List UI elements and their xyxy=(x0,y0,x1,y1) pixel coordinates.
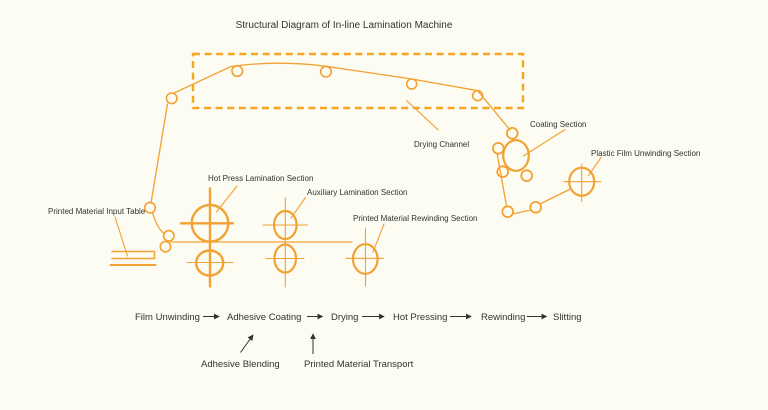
label-leader-line xyxy=(587,156,602,177)
annotation-arrow xyxy=(240,334,254,353)
coating-label: Coating Section xyxy=(530,120,586,129)
label-leader-line xyxy=(114,216,129,257)
diagram-title: Structural Diagram of In-line Lamination… xyxy=(236,20,453,31)
web-segment xyxy=(150,103,169,204)
auxiliary-section: Auxiliary Lamination Section xyxy=(262,188,408,288)
web-segment xyxy=(540,188,572,205)
hot-press-roller xyxy=(190,203,230,243)
roller xyxy=(231,64,244,78)
rewinding-roller xyxy=(351,243,379,275)
label-leader-line xyxy=(522,128,566,157)
label-leader-line xyxy=(372,223,385,253)
hot-press-label: Hot Press Lamination Section xyxy=(208,174,313,183)
input-table-label: Printed Material Input Table xyxy=(48,207,146,216)
web-segment xyxy=(172,62,511,131)
drying-channel-label: Drying Channel xyxy=(414,140,469,149)
coating-section: Coating Section xyxy=(491,120,586,219)
nip-roller xyxy=(159,240,172,253)
guide-rollers xyxy=(143,92,178,253)
process-flow: Film Unwinding Adhesive Coating Drying H… xyxy=(135,312,582,370)
nip-roller xyxy=(162,229,175,242)
roller xyxy=(319,65,333,78)
flow-step-slitting: Slitting xyxy=(553,312,582,323)
annotation-printed-material-transport: Printed Material Transport xyxy=(304,359,414,370)
film-unwinding-label: Plastic Film Unwinding Section xyxy=(591,149,700,158)
roller xyxy=(505,127,519,140)
film-unwinding-section: Plastic Film Unwinding Section xyxy=(563,149,700,203)
hot-press-section: Hot Press Lamination Section xyxy=(179,174,313,288)
rewinding-label: Printed Material Rewinding Section xyxy=(353,214,478,223)
drying-channel-section: Drying Channel xyxy=(191,52,525,149)
annotation-adhesive-blending: Adhesive Blending xyxy=(201,359,280,370)
input-table-section: Printed Material Input Table xyxy=(48,207,157,266)
roller xyxy=(405,78,418,90)
flow-step-adhesive-coating: Adhesive Coating xyxy=(227,312,301,323)
flow-step-film-unwinding: Film Unwinding xyxy=(135,312,200,323)
unwinding-roller xyxy=(568,166,596,197)
roller xyxy=(520,169,533,183)
roller xyxy=(143,201,157,214)
flow-step-rewinding: Rewinding xyxy=(481,312,525,323)
web-segment xyxy=(496,152,508,207)
coating-roller xyxy=(502,139,530,172)
roller xyxy=(165,92,178,105)
label-leader-line xyxy=(290,196,307,219)
label-leader-line xyxy=(215,185,238,213)
auxiliary-roller xyxy=(272,209,298,241)
auxiliary-label: Auxiliary Lamination Section xyxy=(307,188,408,197)
roller xyxy=(491,142,505,155)
rewinding-section: Printed Material Rewinding Section xyxy=(345,214,478,287)
roller xyxy=(501,205,515,219)
input-table-top xyxy=(111,250,156,260)
roller xyxy=(496,165,510,179)
auxiliary-roller xyxy=(273,243,298,274)
web-segment xyxy=(511,209,531,215)
web-segment xyxy=(151,211,165,234)
drying-channel-box xyxy=(191,52,525,110)
flow-step-drying: Drying xyxy=(331,312,358,323)
roller xyxy=(529,201,542,214)
label-leader-line xyxy=(406,100,439,131)
flow-step-hot-pressing: Hot Pressing xyxy=(393,312,447,323)
roller xyxy=(471,89,484,102)
